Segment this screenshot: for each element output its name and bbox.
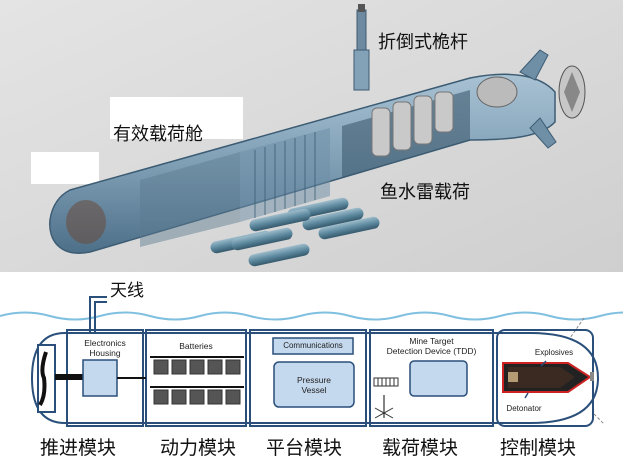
batteries-label: Batteries — [179, 341, 213, 351]
batteries-icon — [150, 356, 244, 405]
label-backdrop-blank — [31, 152, 99, 184]
sensor-icon — [373, 377, 399, 419]
electronics-housing-box — [82, 359, 118, 397]
dashed-line — [593, 413, 605, 425]
antenna-label: 天线 — [110, 281, 144, 301]
folding-mast — [353, 4, 370, 91]
torpedo-payload-label: 鱼水雷载荷 — [380, 182, 470, 203]
folding-mast-label: 折倒式桅杆 — [378, 32, 468, 53]
module-label-control: 控制模块 — [500, 437, 577, 459]
explosive-warhead-icon — [502, 360, 594, 399]
propeller-icon — [37, 344, 83, 413]
communications-label: Communications — [283, 341, 343, 350]
water-surface-wave — [0, 311, 623, 321]
communications-box — [272, 337, 354, 355]
pressure-vessel-box — [273, 361, 355, 408]
module-label-payload: 载荷模块 — [382, 437, 459, 459]
detonator-label: Detonator — [506, 404, 542, 413]
module-label-platform: 平台模块 — [266, 437, 343, 459]
uuv-schematic-hull — [30, 332, 600, 424]
module-label-propulsion: 推进模块 — [40, 437, 117, 459]
payload-bay-label: 有效载荷舱 — [113, 124, 203, 145]
torpedo-payload — [210, 197, 380, 267]
tdd-label: Mine Target Detection Device (TDD) — [386, 336, 477, 356]
antenna-icon — [94, 301, 107, 333]
tdd-box — [409, 360, 468, 397]
uuv-hull — [49, 73, 556, 254]
uuv-tail — [519, 49, 586, 149]
pressure-vessel-label: Pressure Vessel — [296, 375, 331, 395]
label-backdrop — [110, 97, 243, 139]
module-label-power: 动力模块 — [160, 437, 237, 459]
electronics-housing-label: Electronics Housing — [84, 338, 126, 358]
dashed-line — [569, 317, 585, 339]
explosives-label: Explosives — [534, 348, 574, 357]
